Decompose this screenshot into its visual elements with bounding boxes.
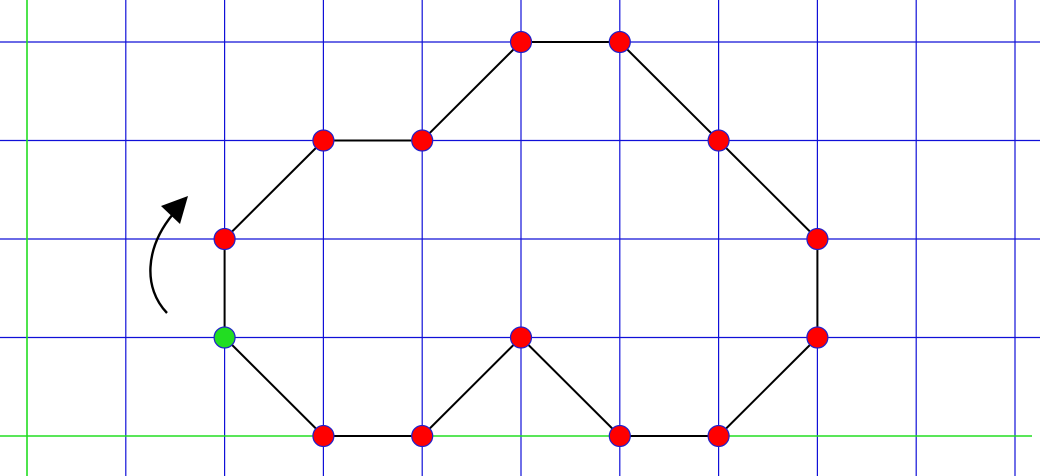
contour-vertex bbox=[411, 129, 434, 152]
direction-arrow-shaft bbox=[149, 213, 174, 314]
contour-vertex bbox=[806, 326, 829, 349]
contour-vertex bbox=[608, 424, 631, 448]
contour-vertex bbox=[312, 424, 335, 448]
contour-vertices bbox=[213, 30, 829, 448]
direction-arrow-head bbox=[161, 196, 188, 224]
contour-vertex bbox=[411, 424, 434, 448]
contour-vertex bbox=[707, 424, 730, 448]
contour-vertex bbox=[509, 326, 533, 349]
contour-vertex bbox=[707, 129, 730, 152]
contour-vertex bbox=[806, 227, 829, 251]
contour-vertex bbox=[509, 30, 533, 54]
contour-vertex bbox=[213, 227, 236, 251]
curved-arrow-up-icon bbox=[149, 196, 188, 314]
contour-vertex bbox=[312, 129, 335, 152]
contour-vertex bbox=[608, 30, 631, 54]
start-vertex bbox=[213, 326, 236, 349]
